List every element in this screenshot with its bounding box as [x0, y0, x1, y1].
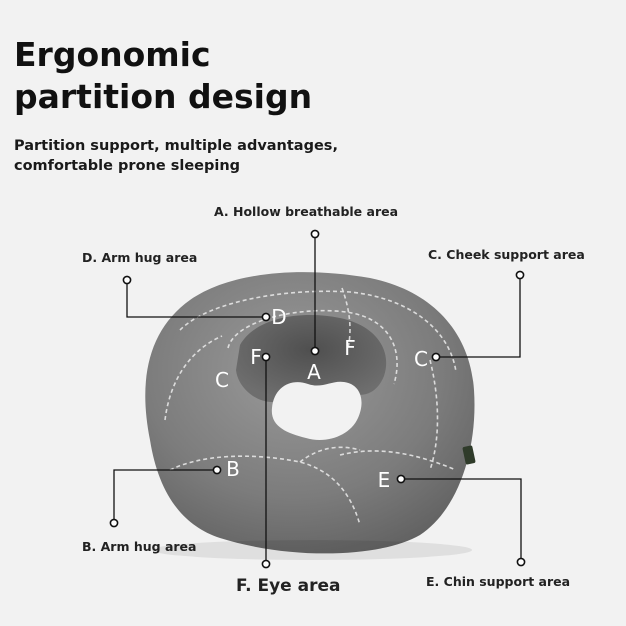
- callout-c: C. Cheek support area: [428, 247, 585, 262]
- leader-line-c: [436, 277, 521, 358]
- leader-dot-d-end: [122, 275, 132, 285]
- page-title: Ergonomic partition design: [14, 34, 312, 118]
- leader-line-d: [126, 281, 266, 318]
- zone-letter-c-right: C: [414, 347, 428, 371]
- callout-b: B. Arm hug area: [82, 539, 197, 554]
- leader-dot-d-start: [261, 312, 271, 322]
- leader-dot-a-end: [310, 229, 320, 239]
- zone-letter-f-left: F: [250, 345, 262, 369]
- leader-dot-b-end: [109, 518, 119, 528]
- leader-dot-a-start: [310, 346, 320, 356]
- zone-letter-f-right: F: [344, 336, 356, 360]
- leader-line-b: [113, 469, 217, 523]
- callout-f: F. Eye area: [236, 576, 341, 596]
- page-subtitle: Partition support, multiple advantages, …: [14, 136, 338, 176]
- subtitle-line-1: Partition support, multiple advantages,: [14, 138, 338, 154]
- zone-letter-c-left: C: [215, 368, 229, 392]
- zone-letter-e: E: [378, 468, 391, 492]
- leader-dot-f-start: [261, 352, 271, 362]
- leader-dot-b-start: [212, 465, 222, 475]
- title-line-2: partition design: [14, 77, 313, 116]
- leader-dot-c-end: [515, 270, 525, 280]
- title-line-1: Ergonomic: [14, 35, 211, 74]
- zone-letter-a: A: [307, 360, 321, 384]
- callout-d: D. Arm hug area: [82, 250, 198, 265]
- zone-letter-d: D: [271, 305, 286, 329]
- callout-a: A. Hollow breathable area: [214, 204, 399, 219]
- leader-dot-f-end: [261, 559, 271, 569]
- leader-dot-e-end: [516, 557, 526, 567]
- leader-line-e: [401, 478, 522, 561]
- leader-dot-e-start: [396, 474, 406, 484]
- callout-e: E. Chin support area: [426, 574, 571, 589]
- zone-letter-b: B: [226, 457, 240, 481]
- leader-dot-c-start: [431, 352, 441, 362]
- subtitle-line-2: comfortable prone sleeping: [14, 158, 241, 174]
- pillow-shape: [145, 272, 476, 560]
